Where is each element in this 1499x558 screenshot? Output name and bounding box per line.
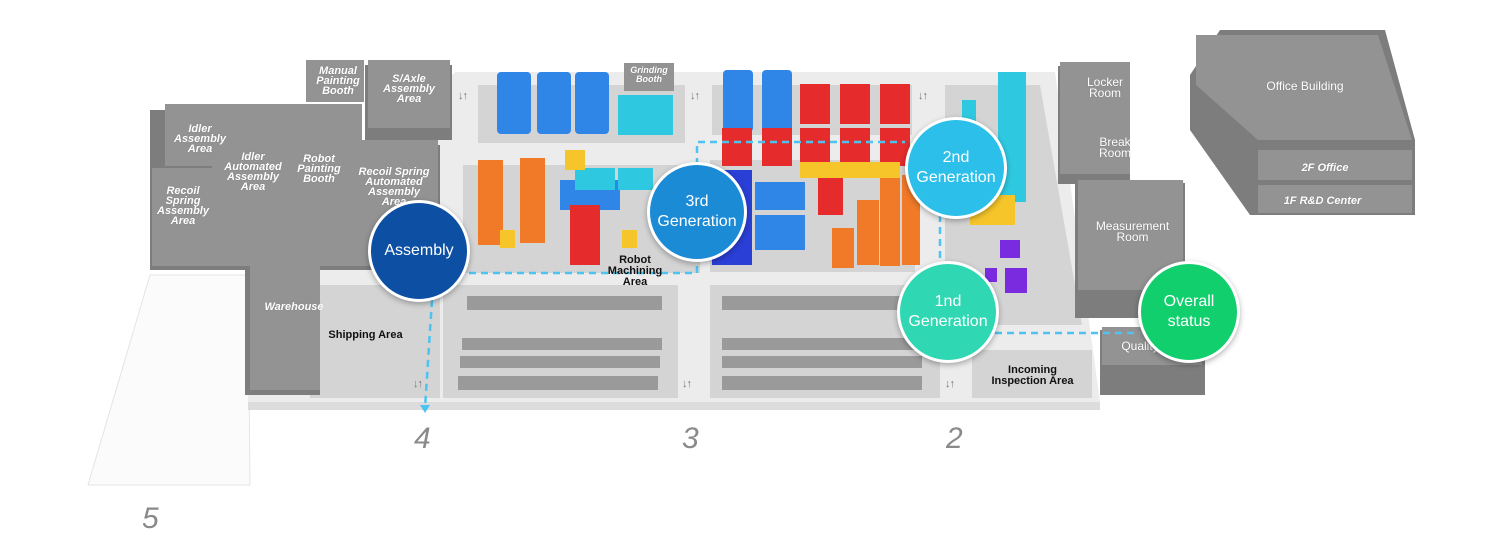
gate-number-4: 4 — [414, 422, 431, 455]
building-recoil-spring-assembly — [152, 168, 218, 266]
label-warehouse: Warehouse — [264, 301, 324, 313]
gate-number-5: 5 — [142, 502, 159, 535]
marker-3rd-generation[interactable]: 3rd Generation — [647, 162, 747, 262]
label-recoil-spring-assembly: Recoil Spring Assembly Area — [157, 185, 209, 227]
zone-shipping — [310, 285, 440, 398]
label-incoming-inspection-area: Incoming Inspection Area — [991, 364, 1074, 387]
label-measurement-room: Measurement Room — [1095, 219, 1170, 244]
marker-assembly[interactable]: Assembly — [368, 200, 470, 302]
label-office-building: Office Building — [1266, 79, 1344, 93]
door-icon: ↓↑ — [682, 378, 692, 390]
building-office — [1196, 35, 1412, 140]
label-robot-painting: Robot Painting Booth — [297, 153, 341, 185]
zone-incoming-inspection — [972, 350, 1092, 398]
gate-number-3: 3 — [682, 422, 699, 455]
building-grinding-booth — [624, 63, 674, 91]
gate-number-2: 2 — [946, 422, 963, 455]
route-arrow-head — [420, 405, 430, 413]
label-robot-machining-area: Robot Machining Area — [607, 254, 663, 288]
door-icon: ↓↑ — [413, 378, 423, 390]
marker-1nd-generation[interactable]: 1nd Generation — [897, 261, 999, 363]
label-idler-assembly: Idler Assembly Area — [174, 123, 226, 155]
door-icon: ↓↑ — [918, 90, 928, 102]
label-recoil-spring-automated: Recoil Spring Automated Assembly Area — [358, 166, 430, 208]
label-manual-painting: Manual Painting Booth — [316, 65, 360, 97]
door-icon: ↓↑ — [458, 90, 468, 102]
building-warehouse — [250, 252, 320, 390]
floor-edge — [248, 402, 1100, 410]
label-locker-room: Locker Room — [1086, 75, 1124, 100]
buildings — [150, 30, 1415, 395]
storage-racks — [458, 296, 922, 390]
outdoor-platform — [87, 274, 251, 486]
label-shipping-area: Shipping Area — [328, 329, 403, 341]
building-s-axle — [368, 60, 450, 128]
door-icon: ↓↑ — [945, 378, 955, 390]
label-grinding-booth: Grinding Booth — [630, 65, 668, 84]
label-1f-rd-center: 1F R&D Center — [1283, 195, 1362, 207]
building-manual-painting — [306, 60, 364, 102]
label-s-axle: S/Axle Assembly Area — [383, 73, 435, 105]
machines — [478, 70, 1027, 293]
label-break-room: Break Room — [1098, 135, 1131, 160]
building-locker-break — [1060, 62, 1130, 174]
door-icon: ↓↑ — [690, 90, 700, 102]
label-2f-office: 2F Office — [1301, 162, 1349, 174]
marker-overall-status[interactable]: Overall status — [1138, 261, 1240, 363]
label-idler-automated: Idler Automated Assembly Area — [224, 151, 282, 193]
marker-2nd-generation[interactable]: 2nd Generation — [905, 117, 1007, 219]
